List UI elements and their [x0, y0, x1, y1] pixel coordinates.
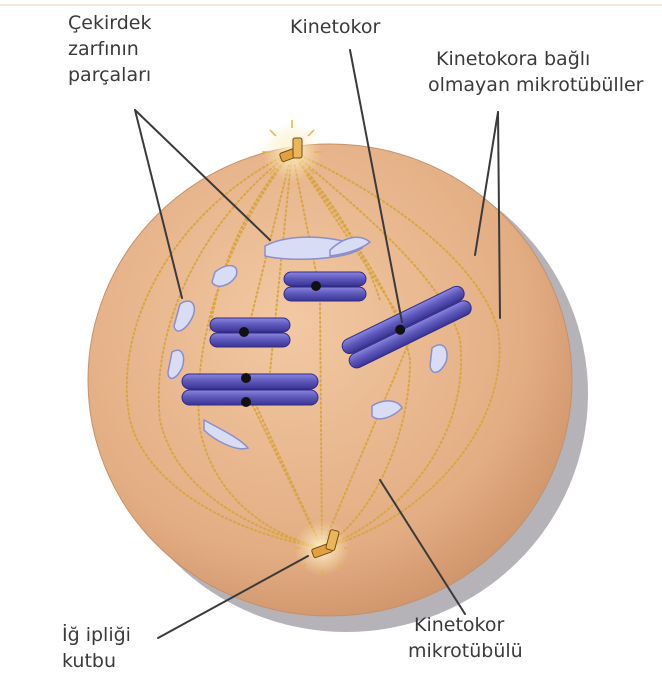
kinetochore-label-line-1: Kinetokor [290, 14, 380, 40]
lower-centrosome [294, 520, 350, 576]
non-kinetochore-microtubules-label: Kinetokora bağlı olmayan mikrotübüller [428, 46, 644, 98]
kinetochore-label: Kinetokor [290, 14, 380, 40]
upper-centrosome [262, 120, 322, 182]
nuclear-envelope-label: Çekirdek zarfının parçaları [68, 10, 151, 88]
spindle-pole-label-line-1: İğ ipliği [62, 622, 131, 648]
spindle-pole-label-line-2: kutbu [62, 648, 131, 674]
kinetochore-microtubule-label-line-2: mikrotübülü [408, 638, 523, 664]
nuclear-envelope-label-line-2: zarfının [68, 36, 151, 62]
non-kinetochore-label-line-2: olmayan mikrotübüller [428, 72, 644, 98]
non-kinetochore-label-line-1: Kinetokora bağlı [428, 46, 644, 72]
chromosome-2 [210, 318, 290, 347]
kinetochore-microtubule-label: Kinetokor mikrotübülü [408, 612, 523, 664]
spindle-pole-label: İğ ipliği kutbu [62, 622, 131, 674]
nuclear-envelope-label-line-3: parçaları [68, 62, 151, 88]
chromosome-3 [182, 373, 318, 407]
chromosome-1 [284, 272, 366, 301]
nuclear-envelope-label-line-1: Çekirdek [68, 10, 151, 36]
kinetochore-microtubule-label-line-1: Kinetokor [408, 612, 523, 638]
